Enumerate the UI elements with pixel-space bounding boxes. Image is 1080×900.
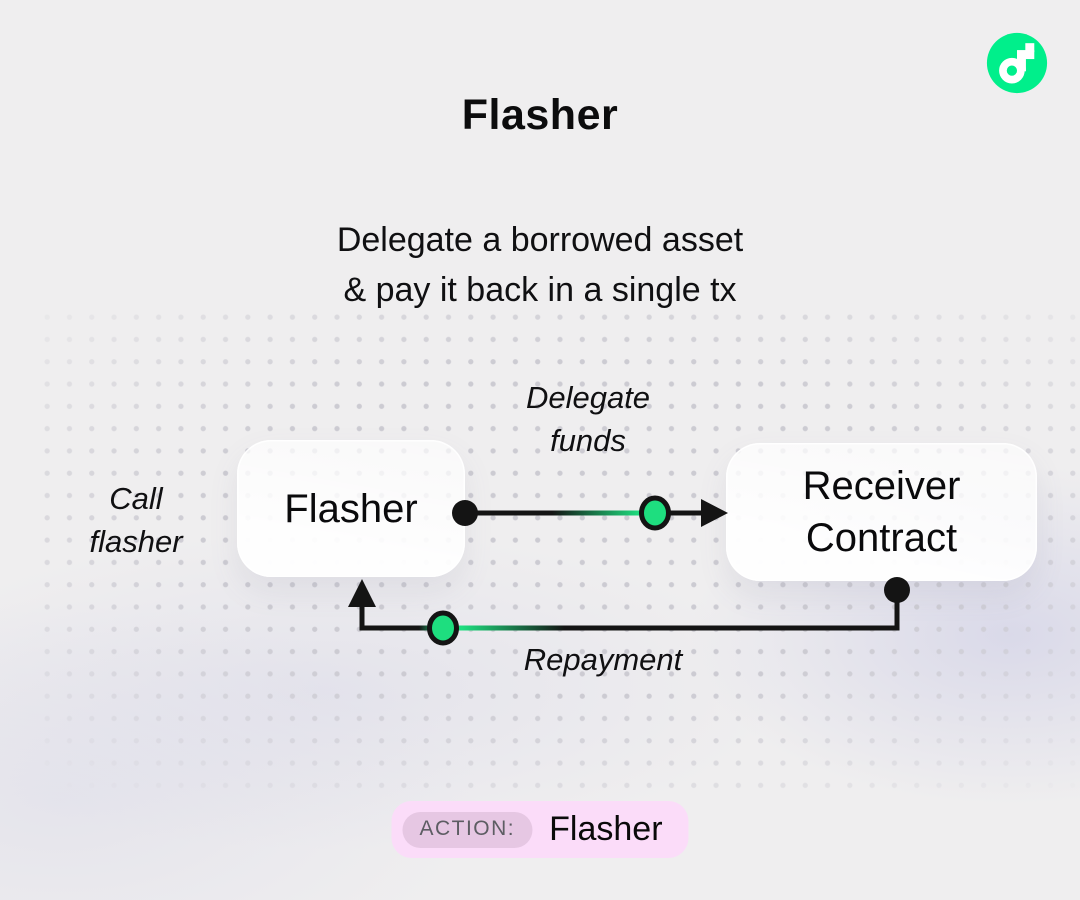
node-flasher-label: Flasher: [284, 486, 418, 531]
repayment-arrowhead: [348, 579, 376, 607]
flow-logo-notch: [1025, 59, 1035, 68]
receiver-port-dot: [884, 577, 910, 603]
flasher-port-dot: [452, 500, 478, 526]
node-flasher: Flasher: [237, 440, 465, 577]
repayment-token-marker: [427, 610, 459, 646]
delegate-arrowhead: [701, 499, 728, 527]
flow-logo-stem: [1017, 50, 1026, 72]
page-title: Flasher: [461, 90, 619, 139]
label-call-flasher: Call flasher: [89, 481, 183, 559]
label-repayment: Repayment: [523, 642, 683, 677]
label-delegate-funds: Delegate funds: [525, 380, 651, 458]
flow-logo-bar: [1017, 50, 1035, 60]
flow-logo-icon: [985, 31, 1049, 95]
subtitle: Delegate a borrowed asset & pay it back …: [336, 221, 744, 309]
action-badge: ACTION: Flasher: [391, 801, 689, 858]
node-receiver-contract: Receiver Contract: [726, 443, 1037, 581]
action-badge-value: Flasher: [549, 810, 663, 848]
node-receiver-label: Receiver Contract: [802, 464, 961, 560]
flow-logo-svg: [986, 32, 1048, 94]
repayment-path: [359, 590, 900, 631]
flow-logo-flag: [1025, 43, 1035, 53]
action-badge-key: ACTION:: [402, 811, 533, 848]
delegate-token-marker: [639, 495, 671, 531]
